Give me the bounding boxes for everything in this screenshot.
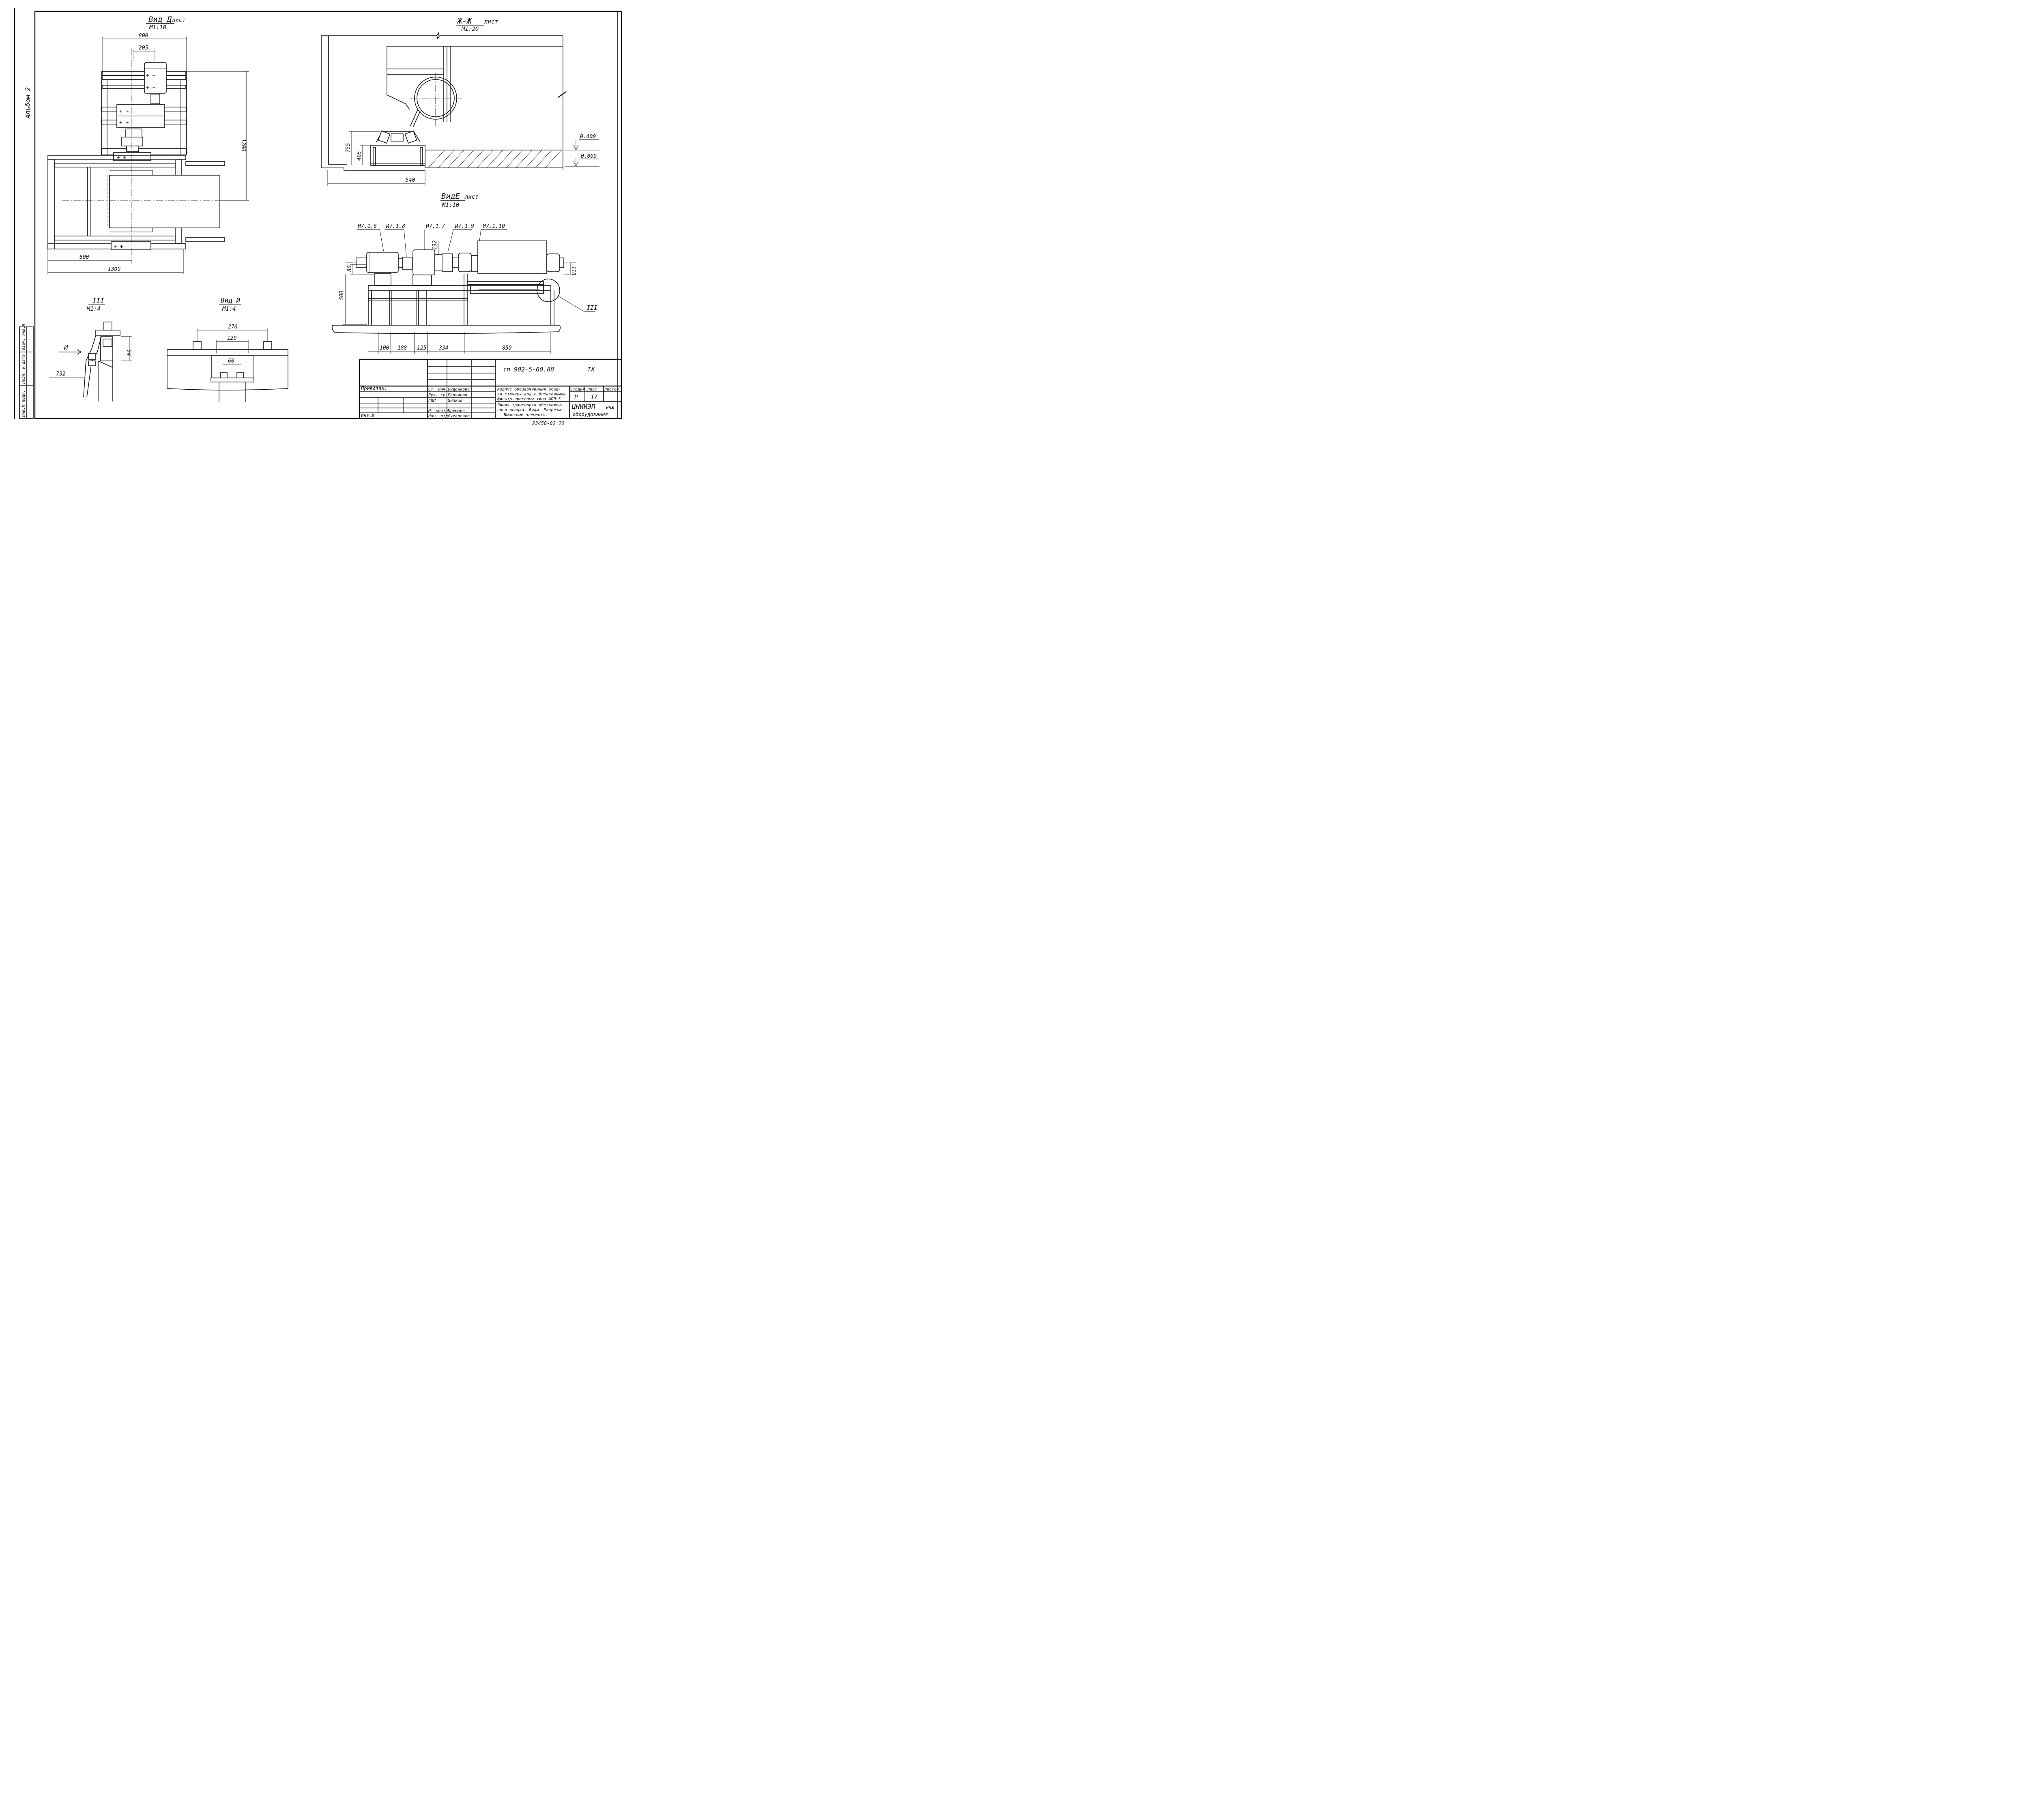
dim-205: 205 xyxy=(139,45,148,51)
dim-800-bottom: 800 xyxy=(79,254,89,260)
sheet-value: 17 xyxy=(591,394,597,401)
doc-mark: ТХ xyxy=(587,366,595,373)
dim-80: 80 xyxy=(347,265,353,272)
drawing-sheet: Альбом 2 Инв.№ подл. Подп. и дата Взам. … xyxy=(14,8,622,426)
name-3: Шипков xyxy=(447,399,462,403)
dim-1300: 1300 xyxy=(108,266,120,273)
role-1: Ст. инж. xyxy=(428,387,448,392)
dim-540: 540 xyxy=(406,177,415,183)
name-5: Сухаренко xyxy=(448,414,470,419)
sheet-name-2: ного осадка. Виды. Разрезы. xyxy=(497,408,563,412)
inv-no: Инв.№ xyxy=(361,413,374,418)
name-2: Горяинов xyxy=(448,393,467,397)
dim-110: 110 xyxy=(570,266,576,276)
name-1: Буданкова xyxy=(448,387,470,392)
col-sheet: Лист xyxy=(587,387,597,392)
project-code: тп 902-5-60.88 xyxy=(503,366,554,373)
view-d-sheet: лист xyxy=(172,17,186,24)
name-4: Кремнев xyxy=(447,409,465,413)
stage-value: Р xyxy=(574,394,578,401)
org-dept: оборудования xyxy=(573,412,608,417)
svg-text:+ +: + + xyxy=(146,73,156,79)
role-4: Н. контр. xyxy=(428,409,450,413)
zh-title: Ж-Ж xyxy=(457,17,472,26)
view-e-scale: М1:10 xyxy=(442,202,459,208)
role-5: Нач. отд. xyxy=(428,414,450,419)
dim-270: 270 xyxy=(228,324,238,330)
sheet-name-1: Линия транспорта обезвожен- xyxy=(497,403,563,408)
view-i-scale: М1:4 xyxy=(222,306,236,312)
item-719: И7.1.9 xyxy=(455,223,474,230)
item-718: И7.1.8 xyxy=(386,223,405,230)
view-d: Вид Д лист М1:10 800 205 1200 + + xyxy=(47,15,249,274)
stamp-inv: Инв.№ подл. xyxy=(21,390,26,417)
col-sheets: Листов xyxy=(604,387,619,392)
privyazan: Привязан: xyxy=(361,386,387,391)
dim-850: 850 xyxy=(502,345,512,351)
iii-title: III xyxy=(92,296,104,304)
dim-755: 755 xyxy=(345,143,351,152)
dim-125: 125 xyxy=(417,345,427,351)
dim-800-top: 800 xyxy=(139,33,148,39)
building-3: фильтр-прессами типа ФПЛ-5 xyxy=(497,397,561,401)
dim-100: 100 xyxy=(380,345,389,351)
sheet-name-3: Выносные элементы. xyxy=(504,413,548,417)
item-7110: И7.1.10 xyxy=(482,223,505,230)
dim-188: 188 xyxy=(397,345,407,351)
svg-text:+ +: + + xyxy=(146,85,156,91)
dim-334: 334 xyxy=(438,345,448,351)
dim-60: 60 xyxy=(228,358,234,364)
zh-sheet: лист xyxy=(484,19,498,25)
dim-500: 500 xyxy=(339,290,345,300)
sheet-frame xyxy=(14,8,622,419)
view-e: ВидЕ лист М1:10 И7.1.6 И7.1.8 И7.1.7 И7.… xyxy=(332,192,597,354)
org-suffix: инж xyxy=(606,405,614,410)
dim-94: 94 xyxy=(126,350,132,356)
building-1: Корпус обезвоживания осад- xyxy=(497,387,561,392)
callout-iii: III xyxy=(586,304,597,311)
svg-text:+ +: + + xyxy=(119,108,129,114)
view-e-sheet: лист xyxy=(464,194,479,200)
role-2: Рук. гр. xyxy=(428,393,448,397)
level-0000: 0.000 xyxy=(581,153,597,159)
detail-iii: III М1:4 94 И 732 xyxy=(49,296,132,401)
view-e-title: ВидЕ xyxy=(441,192,460,201)
album-label: Альбом 2 xyxy=(24,87,32,119)
left-stamp: Инв.№ подл. Подп. и дата Взам. инв.№ xyxy=(19,324,34,419)
item-717: И7.1.7 xyxy=(425,223,445,230)
org-name: ЦНИИЭП xyxy=(571,403,595,410)
dim-732: 732 xyxy=(56,371,66,377)
title-block: тп 902-5-60.88 ТХ Привязан: Инв.№ Ст. ин… xyxy=(359,358,622,419)
view-i-title: Вид И xyxy=(221,296,241,304)
view-d-scale: М1:10 xyxy=(149,24,166,31)
stamp-replace: Взам. инв.№ xyxy=(21,324,26,350)
role-3: ГИП xyxy=(428,399,436,403)
zh-scale: М1:20 xyxy=(461,26,479,32)
stamp-sign: Подп. и дата xyxy=(21,354,26,384)
svg-text:+ +: + + xyxy=(119,120,129,126)
arrow-i: И xyxy=(64,343,68,351)
dim-132: 132 xyxy=(432,240,438,250)
col-stage: Стадия xyxy=(570,387,585,392)
footer-number: 23458-02 20 xyxy=(532,421,564,426)
item-716: И7.1.6 xyxy=(357,223,377,230)
view-i: Вид И М1:4 270 120 60 xyxy=(167,296,288,402)
building-2: ка сточных вод с бленточными xyxy=(497,392,566,397)
section-zh-zh: Ж-Ж лист М1:20 xyxy=(321,17,599,186)
view-d-title: Вид Д xyxy=(148,15,172,24)
dim-1200: 1200 xyxy=(240,139,246,151)
iii-scale: М1:4 xyxy=(86,306,101,312)
level-0400: 0.400 xyxy=(580,134,596,140)
svg-text:+ +: + + xyxy=(114,244,123,250)
dim-495: 495 xyxy=(357,151,363,161)
dim-120: 120 xyxy=(227,335,237,341)
